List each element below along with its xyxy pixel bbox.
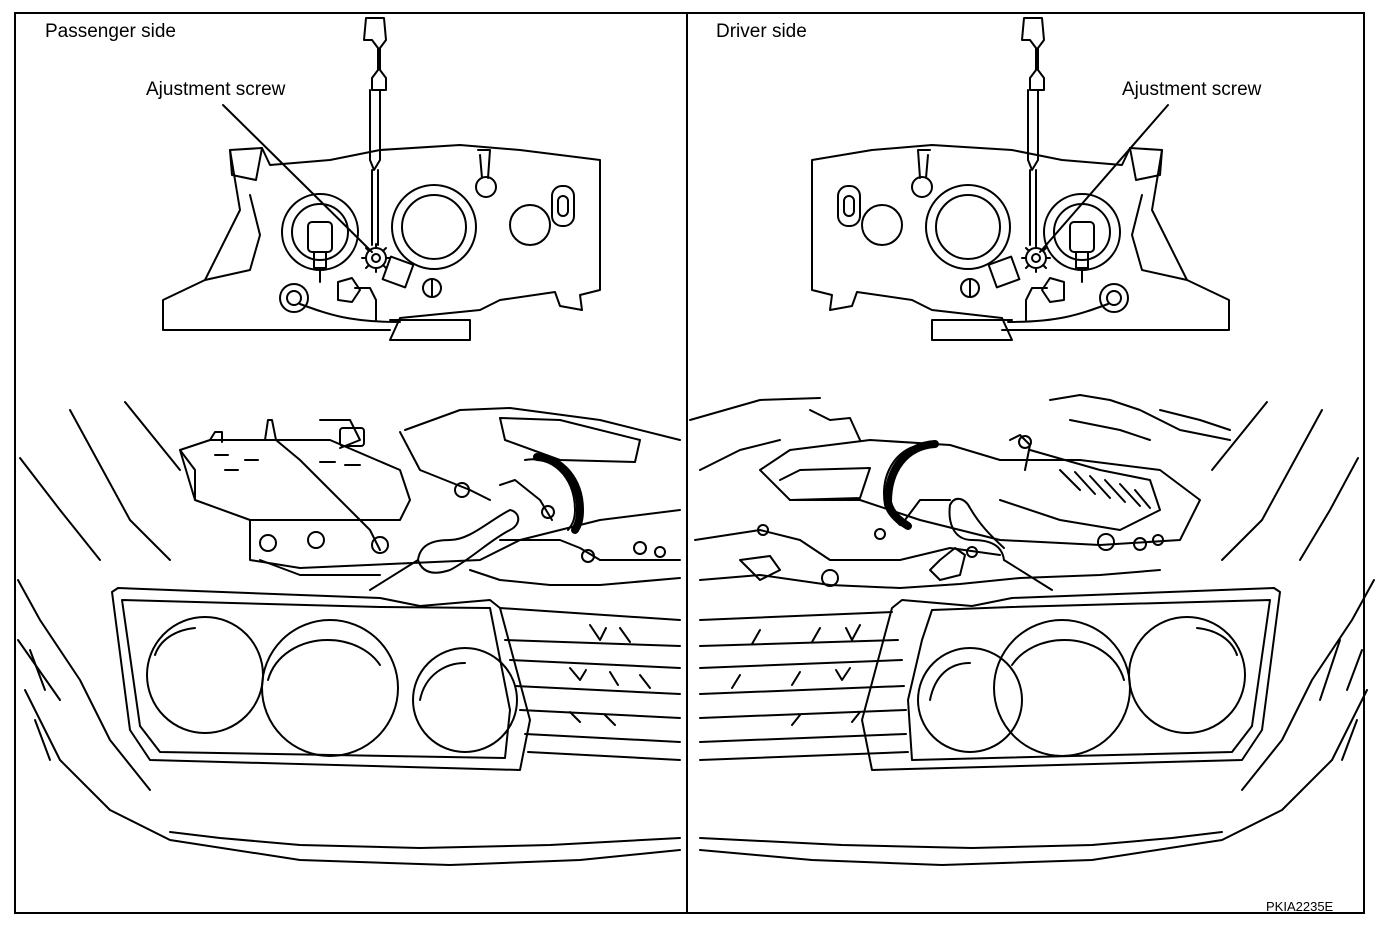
passenger-engine-bay-view: [17, 401, 681, 866]
driver-headlamp-rear-diagram: [811, 17, 1230, 341]
figure-frame: [14, 12, 1365, 914]
passenger-adjustment-screw-callout: Ajustment screw: [146, 79, 286, 100]
driver-adjustment-screw-callout: Ajustment screw: [1122, 79, 1262, 100]
passenger-headlamp-rear-diagram: [162, 17, 601, 341]
driver-engine-bay-view: [689, 394, 1375, 866]
passenger-side-label: Passenger side: [45, 21, 176, 42]
driver-side-label: Driver side: [716, 21, 807, 42]
panel-divider: [686, 12, 688, 914]
figure-code: PKIA2235E: [1266, 899, 1334, 914]
